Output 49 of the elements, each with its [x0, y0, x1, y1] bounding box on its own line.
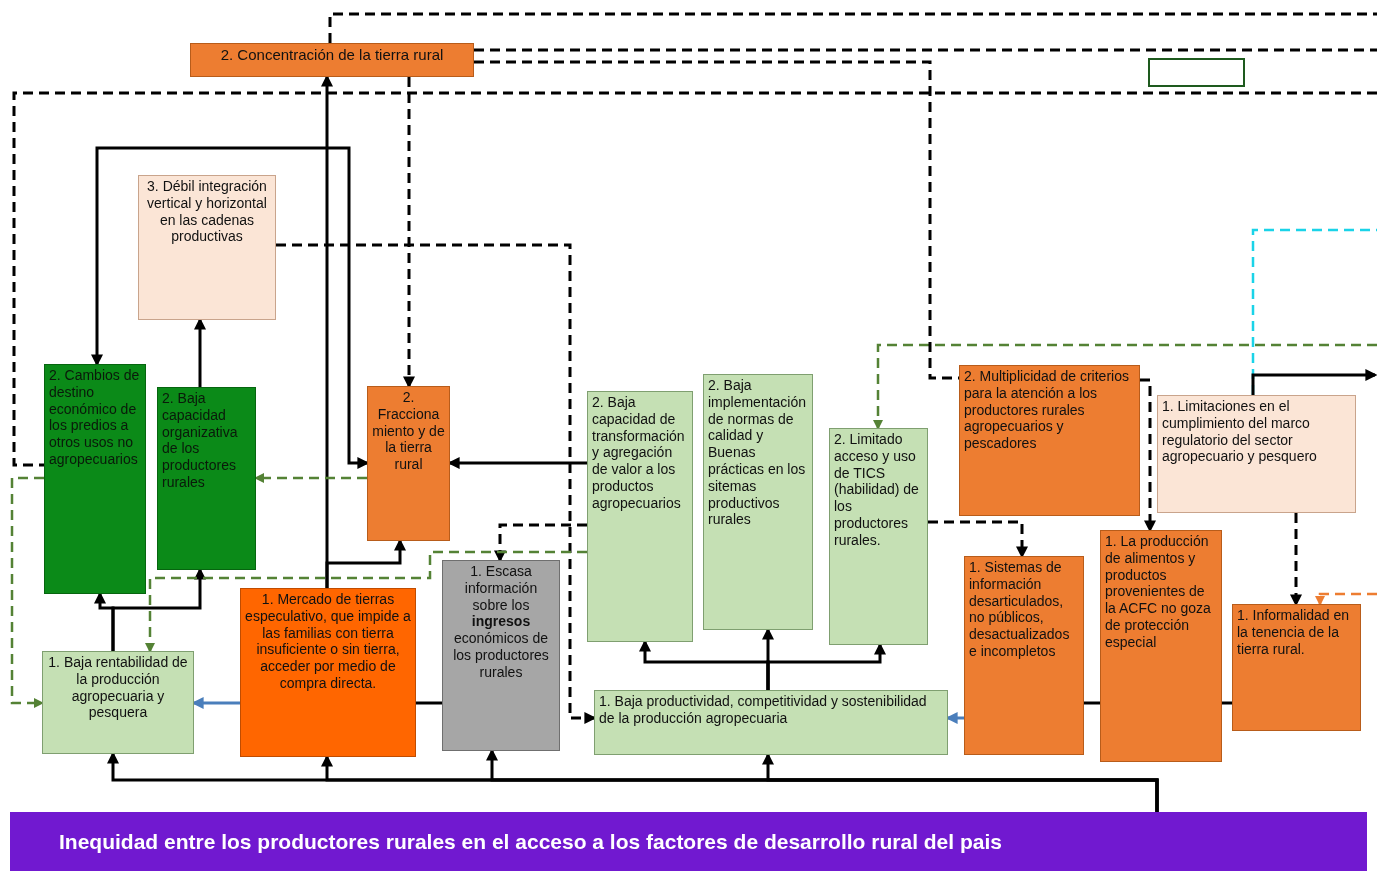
connector-line [416, 701, 442, 705]
cause-box [190, 43, 474, 77]
cause-box [703, 374, 813, 630]
cause-box [1100, 530, 1222, 762]
cause-text: 2. Baja implementación de normas de calidad y Buenas prácticas en los sitemas productivos rurales [708, 377, 808, 529]
cause-box [594, 690, 948, 755]
empty-box [1148, 58, 1245, 87]
cause-box [829, 428, 928, 645]
banner-text: Inequidad entre los productores rurales en el acceso a los factores de desarrollo rural del pais [59, 828, 1003, 855]
cause-box [367, 386, 450, 541]
cause-text: 1. Limitaciones en el cumplimiento del marco regulatorio del sector agropecuario y pesquero [1162, 398, 1318, 466]
cause-text: 3. Débil integración vertical y horizontal en las cadenas productivas [146, 178, 268, 246]
connector-arrow [254, 473, 367, 483]
problem-banner [10, 812, 1367, 871]
cause-text: 1. Sistemas de información desarticulados, no públicos, desactualizados e incompletos [969, 559, 1071, 660]
cause-box [1157, 395, 1356, 513]
cause-box [138, 175, 276, 320]
cause-text: 2. Limitado acceso y uso de TICS (habilidad) de los productores rurales. [834, 431, 920, 549]
cause-box [157, 387, 256, 570]
connector-line [474, 48, 1377, 52]
cause-box [959, 365, 1140, 516]
cause-box [1232, 604, 1361, 731]
cause-box [964, 556, 1084, 755]
cause-text: 2. Fraccionamiento y de la tierra rural [372, 389, 445, 473]
cause-box [442, 560, 560, 751]
cause-text: 1. Informalidad en la tenencia de la tierra rural. [1237, 607, 1351, 658]
cause-text: 2. Baja capacidad de transformación y agregación de valor a los productos agropecuarios [592, 394, 686, 512]
cause-text: 1. Mercado de tierras especulativo, que impide a las familias con tierra insuficiente o sin tierra, acceder por medio de compra directa. [245, 591, 411, 692]
connector-arrow [145, 550, 587, 653]
cause-box [240, 588, 416, 757]
connector-line [1084, 701, 1100, 705]
connector-line [1222, 701, 1232, 705]
cause-box [44, 364, 146, 594]
connector-arrow [873, 343, 1377, 430]
cause-text: 1. Baja productividad, competitividad y sostenibilidad de la producción agropecuaria [599, 693, 928, 727]
cause-box [42, 651, 194, 754]
cause-text: 1. La producción de alimentos y productos provenientes de la ACFC no goza de protección especial [1105, 533, 1212, 651]
connector-arrow [1315, 592, 1377, 606]
connector-line [12, 91, 1377, 467]
cause-text: 2. Baja capacidad organizativa de los productores rurales [162, 390, 239, 491]
cause-box [587, 391, 693, 642]
connector-line [328, 12, 1377, 43]
cause-text: 2. Concentración de la tierra rural [219, 46, 445, 64]
cause-text: 2. Cambios de destino económico de los predios a otros usos no agropecuarios [49, 367, 141, 468]
cause-text: 2. Multiplicidad de criterios para la atención a los productores rurales agropecuarios y pescadores [964, 368, 1130, 452]
cause-text: 1. Escasa información sobre los ingresos económicos de los productores rurales [452, 563, 550, 681]
cause-text: 1. Baja rentabilidad de la producción agropecuaria y pesquera [47, 654, 189, 722]
connector-arrow [10, 476, 44, 708]
connector-arrow [1251, 369, 1377, 395]
